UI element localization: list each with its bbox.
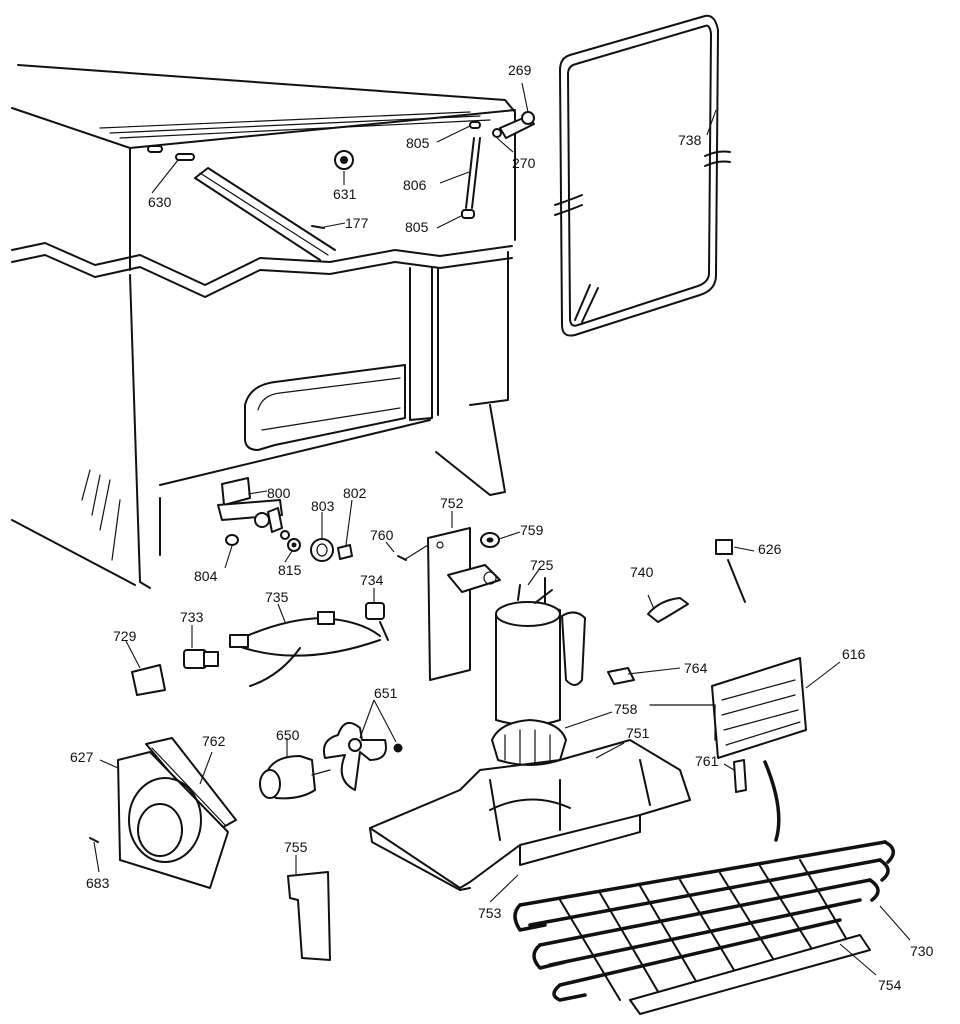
label-755: 755 [284,839,308,855]
label-805-top: 805 [406,135,430,151]
overload-733 [183,625,219,669]
fitting-802 [337,499,353,560]
label-752: 752 [440,495,464,511]
grommet-804 [224,534,239,569]
clip-761 [723,759,747,793]
capacitor-729 [125,640,166,696]
label-802: 802 [343,485,367,501]
cover-755 [287,855,331,961]
tray-754 [629,934,877,1015]
label-751: 751 [626,725,650,741]
label-270: 270 [512,155,536,171]
label-740: 740 [630,564,654,580]
sensor-740 [647,594,689,623]
drain-tube-assembly [436,82,535,229]
clip-764 [607,667,681,685]
label-761: 761 [695,753,719,769]
label-616: 616 [842,646,866,662]
label-730: 730 [910,943,934,959]
washer-815 [280,530,301,563]
label-630: 630 [148,194,172,210]
grommet-759 [480,531,521,548]
label-754: 754 [878,977,902,993]
screw-177 [311,222,346,229]
label-760: 760 [370,527,394,543]
label-631: 631 [333,186,357,202]
label-762: 762 [202,733,226,749]
label-804: 804 [194,568,218,584]
base-pan-751 [369,739,691,891]
label-683: 683 [86,875,110,891]
fan-shroud-627 [99,751,229,889]
label-735: 735 [265,589,289,605]
label-627: 627 [70,749,94,765]
gasket-738 [554,14,731,337]
label-803: 803 [311,498,335,514]
grommet-631 [334,150,354,185]
label-734: 734 [360,572,384,588]
part-labels: 630 631 177 269 270 805 806 805 738 800 … [70,62,934,993]
label-764: 764 [684,660,708,676]
label-651: 651 [374,685,398,701]
label-650: 650 [276,727,300,743]
condenser-730 [513,760,911,1002]
relay-734 [365,588,389,641]
fan-motor-650 [259,755,331,800]
label-759: 759 [520,522,544,538]
fan-blade-651 [322,699,403,791]
compressor-725 [495,567,586,726]
screw-683 [89,837,100,873]
label-269: 269 [508,62,532,78]
label-758: 758 [614,701,638,717]
heater-616 [649,657,841,759]
cabinet [11,64,516,589]
bracket-752 [427,511,501,681]
label-725: 725 [530,557,554,573]
label-729: 729 [113,628,137,644]
screw-760 [385,541,429,561]
nut-803 [310,512,334,562]
harness-735 [229,603,381,687]
label-753: 753 [478,905,502,921]
leader-753 [489,874,519,903]
label-626: 626 [758,541,782,557]
water-valve-800 [217,477,283,533]
label-177: 177 [345,215,369,231]
label-815: 815 [278,562,302,578]
label-800: 800 [267,485,291,501]
label-806: 806 [403,177,427,193]
label-805-bottom: 805 [405,219,429,235]
clip-630 [147,145,195,194]
label-733: 733 [180,609,204,625]
plug-626 [715,539,755,603]
label-738: 738 [678,132,702,148]
